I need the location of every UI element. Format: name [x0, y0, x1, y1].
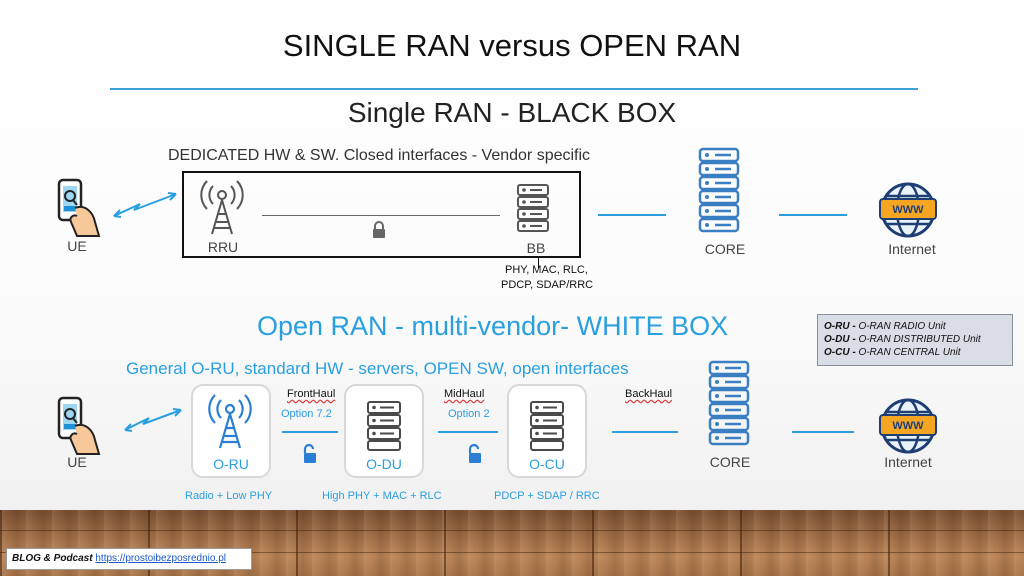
- odu-server-icon: [367, 401, 401, 451]
- odu-functions: High PHY + MAC + RLC: [322, 490, 442, 502]
- unlock-icon: [468, 443, 481, 463]
- legend-abbr: O-CU -: [824, 347, 859, 358]
- ue-label-open: UE: [67, 454, 87, 470]
- single-ran-caption: DEDICATED HW & SW. Closed interfaces - V…: [168, 147, 591, 164]
- phone-hand-icon: [57, 178, 101, 237]
- legend-abbr: O-DU -: [824, 334, 859, 345]
- single-ran-heading: Single RAN - BLACK BOX: [347, 97, 677, 128]
- unlock-icon: [303, 443, 316, 463]
- backhaul-label: BackHaul: [625, 388, 673, 400]
- midhaul-label: MidHaul: [444, 388, 485, 400]
- black-box-frame: [182, 171, 581, 258]
- open-ran-heading: Open RAN - multi-vendor- WHITE BOX: [257, 311, 729, 341]
- backhaul-link: [612, 431, 678, 433]
- midhaul-option: Option 2: [448, 408, 490, 420]
- legend-row: O-CU - O-RAN CENTRAL Unit: [824, 346, 1006, 359]
- legend-abbr: O-RU -: [824, 321, 859, 332]
- odu-label: O-DU: [366, 456, 402, 472]
- www-globe-icon: WWW: [879, 182, 937, 238]
- bb-label: BB: [526, 240, 546, 256]
- legend-full: O-RAN DISTRIBUTED Unit: [858, 334, 981, 345]
- wireless-link-icon: [113, 192, 177, 218]
- oru-functions: Radio + Low PHY: [185, 490, 273, 502]
- rru-label: RRU: [207, 239, 239, 255]
- www-badge-text-open: WWW: [892, 420, 924, 432]
- bb-layers-line2: PDCP, SDAP/RRC: [501, 279, 594, 291]
- ue-label-single: UE: [67, 238, 87, 254]
- footer-link[interactable]: https://prostoibezposrednio.pl: [95, 553, 226, 564]
- bb-server-icon: [517, 184, 549, 232]
- lock-icon: [373, 221, 385, 238]
- core-label-single: CORE: [704, 241, 746, 257]
- internet-label-single: Internet: [888, 241, 936, 257]
- wireless-link-icon: [124, 408, 182, 432]
- oru-box: [191, 384, 271, 478]
- legend-full: O-RAN CENTRAL Unit: [858, 347, 961, 358]
- fronthaul-option: Option 7.2: [281, 408, 332, 420]
- ocu-server-icon: [530, 401, 564, 451]
- core-server-icon: [698, 147, 740, 233]
- open-ran-caption: General O-RU, standard HW - servers, OPE…: [126, 359, 629, 378]
- core-label-open: CORE: [709, 454, 751, 470]
- www-globe-icon: WWW: [879, 398, 937, 454]
- bb-pointer: [538, 256, 539, 268]
- antenna-tower-icon: [200, 180, 244, 235]
- footer-blog-credit: BLOG & Podcast https://prostoibezposredn…: [6, 548, 252, 570]
- core-internet-link-open: [792, 431, 854, 433]
- bb-layers-line1: PHY, MAC, RLC,: [505, 264, 588, 276]
- phone-hand-icon: [57, 396, 101, 455]
- oru-antenna-icon: [208, 394, 252, 449]
- oru-label: O-RU: [213, 456, 249, 472]
- legend-box: O-RU - O-RAN RADIO Unit O-DU - O-RAN DIS…: [817, 314, 1013, 366]
- core-server-icon: [708, 360, 750, 446]
- fronthaul-link: [282, 431, 338, 433]
- www-badge-text-single: WWW: [892, 204, 924, 216]
- internal-link-line: [262, 215, 500, 216]
- core-internet-link: [779, 214, 847, 216]
- ocu-functions: PDCP + SDAP / RRC: [494, 490, 600, 502]
- bb-core-link: [598, 214, 666, 216]
- internet-label-open: Internet: [884, 454, 932, 470]
- legend-row: O-RU - O-RAN RADIO Unit: [824, 320, 1006, 333]
- slide-title: SINGLE RAN versus OPEN RAN: [282, 28, 742, 63]
- midhaul-link: [438, 431, 498, 433]
- legend-full: O-RAN RADIO Unit: [858, 321, 946, 332]
- fronthaul-label: FrontHaul: [287, 388, 336, 400]
- title-divider: [110, 88, 918, 90]
- ocu-label: O-CU: [529, 456, 565, 472]
- odu-box: [344, 384, 424, 478]
- footer-label: BLOG & Podcast: [12, 553, 96, 564]
- legend-row: O-DU - O-RAN DISTRIBUTED Unit: [824, 333, 1006, 346]
- ocu-box: [507, 384, 587, 478]
